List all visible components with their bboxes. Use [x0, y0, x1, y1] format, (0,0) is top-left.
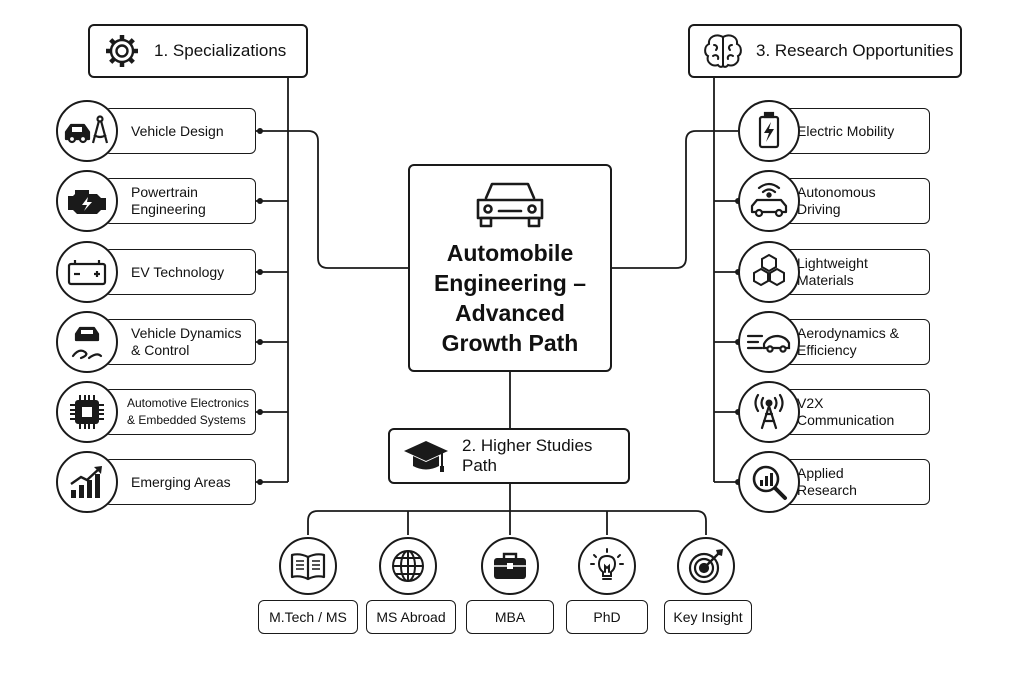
specialization-item-vehicle-design[interactable]: Vehicle Design [104, 108, 256, 154]
specialization-item-electronics[interactable]: Automotive Electronics & Embedded System… [104, 389, 256, 435]
research-item-materials[interactable]: Lightweight Materials [770, 249, 930, 295]
specialization-item-powertrain[interactable]: Powertrain Engineering [104, 178, 256, 224]
study-option-ms-abroad[interactable]: MS Abroad [366, 600, 456, 634]
research-label: V2X Communication [797, 395, 895, 428]
junction-dot [257, 128, 263, 134]
research-header: 3. Research Opportunities [688, 24, 962, 78]
center-topic-box: Automobile Engineering – Advanced Growth… [408, 164, 612, 372]
research-item-aerodynamics[interactable]: Aerodynamics & Efficiency [770, 319, 930, 365]
study-option-key-insight[interactable]: Key Insight [664, 600, 752, 634]
specialization-label: Vehicle Dynamics & Control [131, 325, 242, 358]
brain-icon [704, 34, 742, 68]
study-option-phd[interactable]: PhD [566, 600, 648, 634]
study-label: MS Abroad [376, 609, 446, 625]
autonomous-car-icon [750, 182, 788, 218]
lightbulb-icon [590, 548, 624, 580]
junction-dot [257, 339, 263, 345]
materials-icon-circle [738, 241, 800, 303]
phd-icon-circle [578, 537, 636, 595]
car-front-icon [476, 182, 544, 228]
briefcase-icon [494, 552, 526, 579]
electronics-icon-circle [56, 381, 118, 443]
growth-chart-icon [70, 466, 102, 498]
study-option-mba[interactable]: MBA [466, 600, 554, 634]
vehicle-design-icon-circle [56, 100, 118, 162]
gear-icon [106, 35, 138, 67]
target-icon [688, 549, 723, 584]
specializations-header: 1. Specializations [88, 24, 308, 78]
globe-icon [392, 550, 424, 582]
center-title: Automobile Engineering – Advanced Growth… [433, 240, 587, 356]
research-heading: 3. Research Opportunities [756, 41, 954, 60]
higher-studies-heading: 2. Higher Studies Path [462, 436, 593, 475]
mba-icon-circle [481, 537, 539, 595]
electric-mobility-icon-circle [738, 100, 800, 162]
aerodynamics-icon-circle [738, 311, 800, 373]
chip-icon [70, 395, 104, 429]
junction-dot [257, 269, 263, 275]
charging-battery-icon [758, 111, 780, 149]
ev-technology-icon-circle [56, 241, 118, 303]
research-label: Lightweight Materials [797, 255, 868, 288]
graduation-cap-icon [404, 441, 448, 472]
battery-icon [67, 260, 107, 286]
study-label: MBA [494, 609, 526, 625]
powertrain-icon-circle [56, 170, 118, 232]
study-option-mtech[interactable]: M.Tech / MS [258, 600, 358, 634]
specialization-label: Vehicle Design [131, 122, 224, 139]
car-road-icon [71, 326, 103, 360]
research-item-electric-mobility[interactable]: Electric Mobility [770, 108, 930, 154]
study-label: PhD [593, 609, 621, 625]
specialization-item-ev-technology[interactable]: EV Technology [104, 249, 256, 295]
study-label: M.Tech / MS [269, 609, 347, 625]
applied-research-icon-circle [738, 451, 800, 513]
research-label: Applied Research [797, 465, 857, 498]
specialization-label: EV Technology [131, 263, 225, 280]
antenna-tower-icon [754, 393, 784, 430]
car-compass-icon [64, 115, 109, 144]
engine-icon [68, 190, 106, 214]
higher-studies-header: 2. Higher Studies Path [388, 428, 630, 484]
magnifier-chart-icon [752, 465, 787, 500]
specialization-item-emerging[interactable]: Emerging Areas [104, 459, 256, 505]
mtech-icon-circle [279, 537, 337, 595]
specialization-label: Automotive Electronics & Embedded System… [127, 396, 250, 427]
vehicle-dynamics-icon-circle [56, 311, 118, 373]
ms-abroad-icon-circle [379, 537, 437, 595]
hexagon-structure-icon [753, 253, 785, 287]
junction-dot [257, 198, 263, 204]
junction-dot [257, 479, 263, 485]
specialization-item-vehicle-dynamics[interactable]: Vehicle Dynamics & Control [104, 319, 256, 365]
autonomous-icon-circle [738, 170, 800, 232]
specialization-label: Emerging Areas [131, 473, 231, 490]
specialization-label: Powertrain Engineering [131, 184, 206, 217]
research-label: Aerodynamics & Efficiency [797, 325, 899, 358]
research-item-applied[interactable]: Applied Research [770, 459, 930, 505]
specializations-heading: 1. Specializations [154, 41, 287, 60]
study-label: Key Insight [673, 609, 743, 625]
open-book-icon [290, 553, 326, 581]
emerging-icon-circle [56, 451, 118, 513]
junction-dot [257, 409, 263, 415]
aero-car-icon [746, 334, 791, 353]
key-insight-icon-circle [677, 537, 735, 595]
research-label: Autonomous Driving [797, 184, 876, 217]
research-label: Electric Mobility [797, 122, 895, 139]
v2x-icon-circle [738, 381, 800, 443]
